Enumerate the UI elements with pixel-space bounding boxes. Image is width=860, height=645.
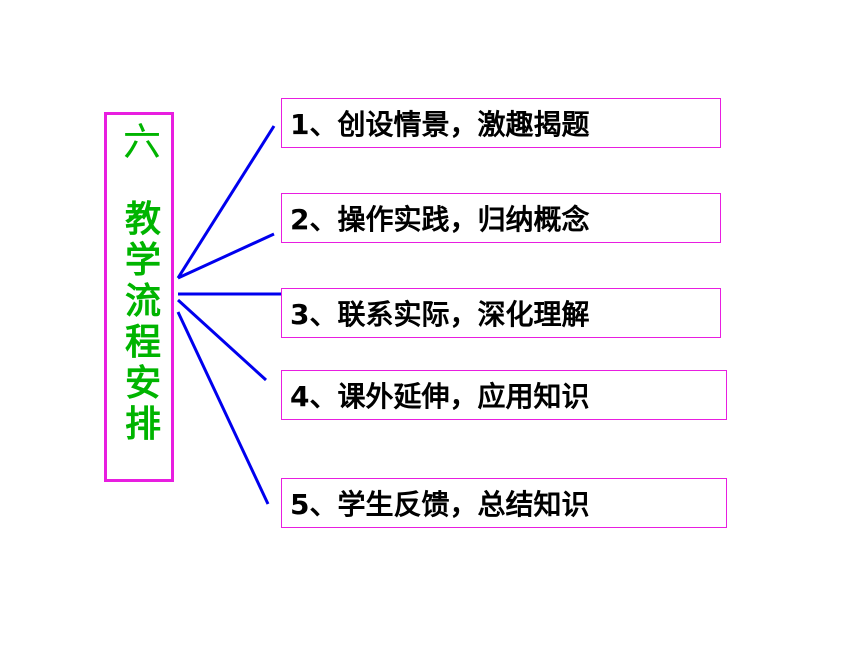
step-box-4: 4、课外延伸，应用知识 bbox=[281, 370, 727, 420]
step-label-1: 1、创设情景，激趣揭题 bbox=[290, 108, 590, 141]
section-title: 教学流程安排 bbox=[125, 199, 162, 445]
step-label-3: 3、联系实际，深化理解 bbox=[290, 298, 590, 331]
connector-line-1 bbox=[176, 125, 276, 279]
connector-line-4 bbox=[176, 298, 268, 382]
step-label-4: 4、课外延伸，应用知识 bbox=[290, 380, 590, 413]
step-label-5: 5、学生反馈，总结知识 bbox=[290, 488, 590, 521]
connector-line-2 bbox=[177, 232, 275, 280]
connector-line-5 bbox=[176, 311, 270, 505]
step-box-3: 3、联系实际，深化理解 bbox=[281, 288, 721, 338]
step-box-5: 5、学生反馈，总结知识 bbox=[281, 478, 727, 528]
step-box-2: 2、操作实践，归纳概念 bbox=[281, 193, 721, 243]
section-number: 六 bbox=[123, 120, 162, 164]
step-label-2: 2、操作实践，归纳概念 bbox=[290, 203, 590, 236]
title-box: 六 教学流程安排 bbox=[104, 112, 174, 482]
step-box-1: 1、创设情景，激趣揭题 bbox=[281, 98, 721, 148]
